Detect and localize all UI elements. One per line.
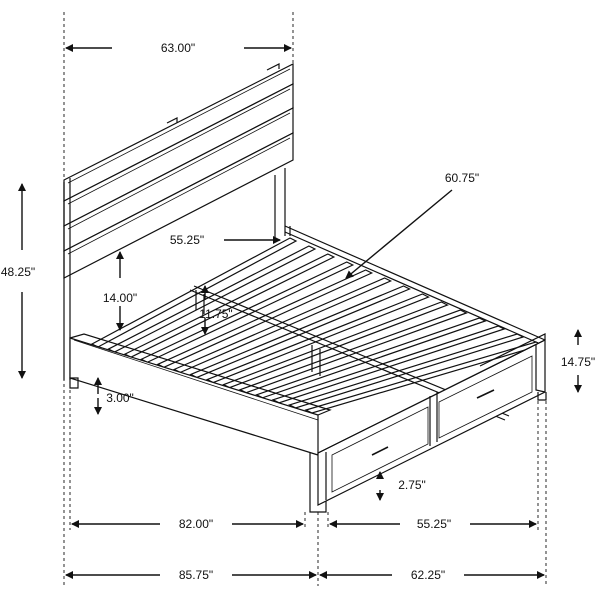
right-drawer-handle (476, 389, 495, 399)
label-slat-gap: 11.75" (199, 307, 232, 321)
label-diagonal: 60.75" (445, 171, 479, 185)
extension-lines (63, 12, 547, 586)
label-overall-height: 48.25" (1, 265, 35, 279)
dimension-labels: 63.00" 48.25" 55.25" 60.75" 14.00" 11.75… (1, 41, 595, 582)
footboard-drawers (317, 333, 547, 506)
label-drawer-height: 2.75" (398, 478, 426, 492)
label-overall-length: 85.75" (179, 568, 213, 582)
dimension-lines (18, 44, 582, 579)
label-overall-width: 62.25" (411, 568, 445, 582)
label-side-rail-length: 82.00" (179, 517, 213, 531)
right-drawer (438, 355, 533, 439)
left-drawer-handle (371, 446, 389, 456)
label-headboard-panel-height: 14.00" (103, 291, 137, 305)
far-side-rail (284, 225, 546, 347)
label-leg-height: 3.00" (106, 391, 134, 405)
label-footboard-height: 14.75" (561, 355, 595, 369)
slat-deck (90, 237, 544, 414)
label-headboard-width: 63.00" (161, 41, 195, 55)
headboard (63, 63, 294, 380)
label-drawer-width: 55.25" (417, 517, 451, 531)
label-rail-clearance: 55.25" (170, 233, 204, 247)
left-drawer (331, 406, 429, 493)
